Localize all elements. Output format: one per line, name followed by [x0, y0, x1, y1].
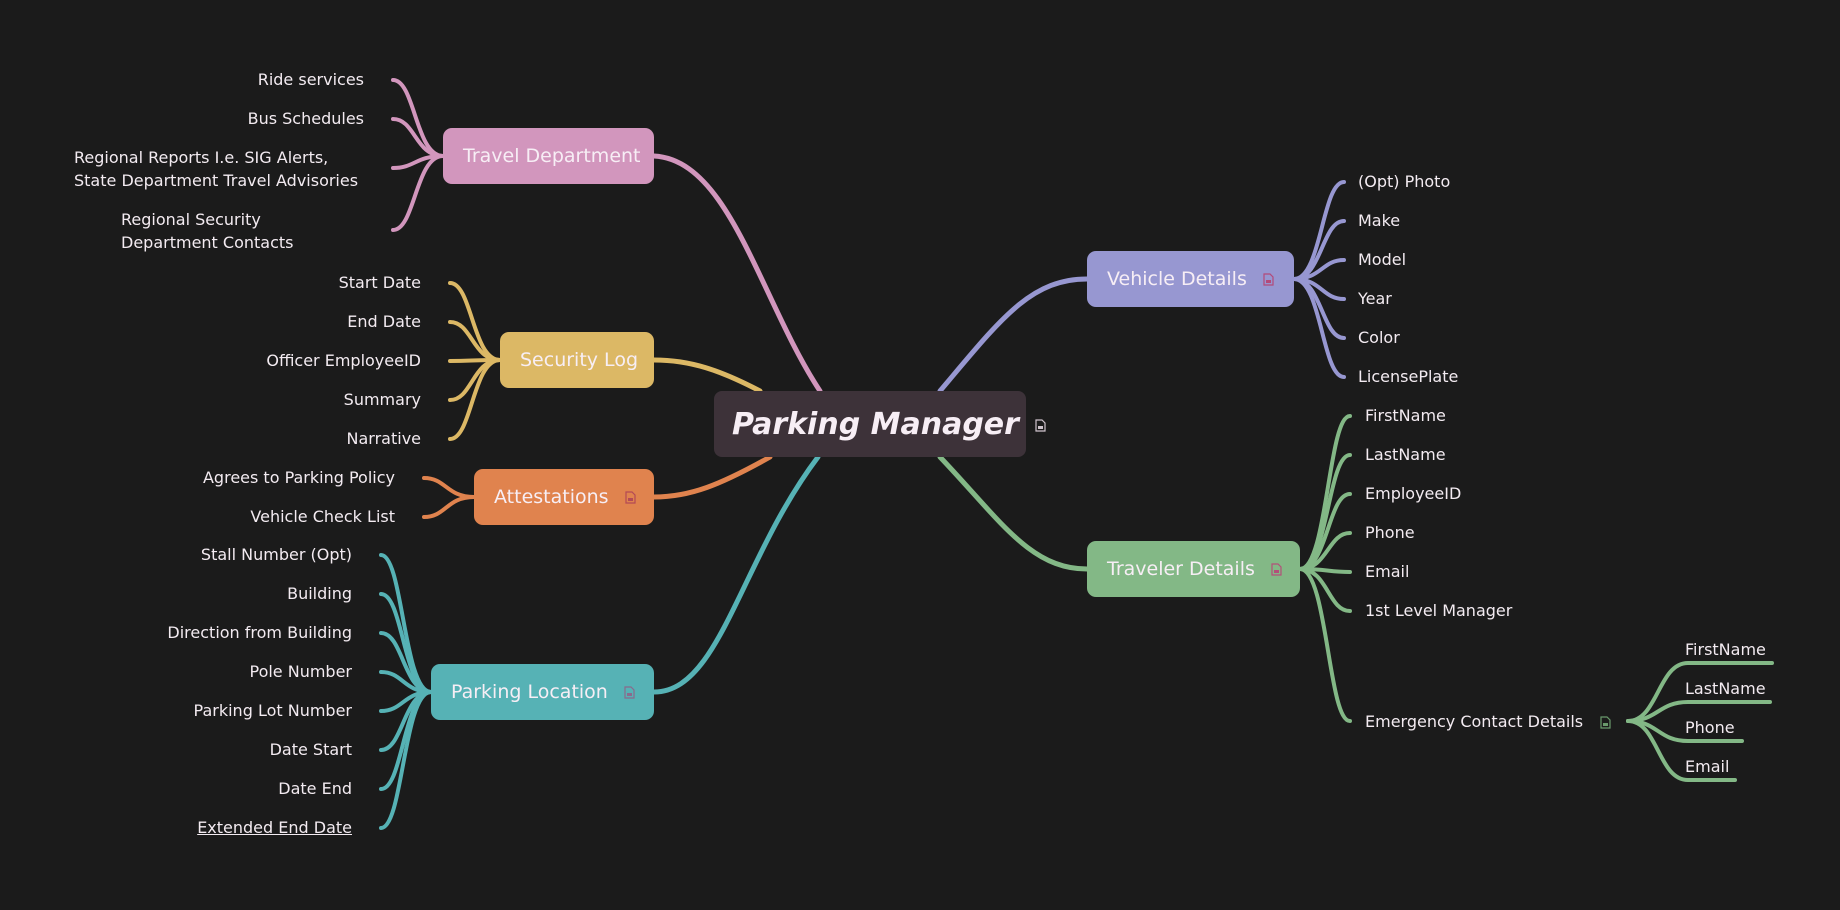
connector-root-parking [651, 454, 821, 695]
leaf-extended-end-date-link[interactable]: Extended End Date [197, 818, 352, 837]
connector-travel-leaf-0 [391, 78, 445, 158]
leaf-emergency-last-name[interactable]: LastName [1685, 679, 1766, 698]
leaf-phone[interactable]: Phone [1365, 523, 1415, 542]
connector-traveler-leaf-6 [1298, 567, 1352, 723]
leaf-start-date[interactable]: Start Date [338, 273, 421, 292]
topic-label: Traveler Details [1107, 558, 1255, 580]
connector-security-leaf-0 [448, 281, 502, 362]
connector-traveler-leaf-5 [1298, 567, 1352, 613]
connector-security-leaf-4 [448, 358, 502, 441]
leaf-make[interactable]: Make [1358, 211, 1401, 230]
leaf-narrative[interactable]: Narrative [346, 429, 421, 448]
leaf-year[interactable]: Year [1358, 289, 1392, 308]
leaf-direction-from-building[interactable]: Direction from Building [167, 623, 352, 642]
topic-traveler-details[interactable]: Traveler Details [1087, 541, 1300, 597]
leaf-parking-lot-number[interactable]: Parking Lot Number [193, 701, 352, 720]
note-icon[interactable] [1019, 407, 1046, 442]
connector-root-security [651, 357, 763, 394]
topic-label: Parking Location [451, 681, 608, 703]
leaf-license-plate[interactable]: LicensePlate [1358, 367, 1459, 386]
leaf-opt-photo[interactable]: (Opt) Photo [1358, 172, 1451, 191]
leaf-regional-reports[interactable]: Regional Reports I.e. SIG Alerts, State … [74, 148, 359, 190]
topic-label: Vehicle Details [1107, 268, 1247, 290]
leaf-employeeid[interactable]: EmployeeID [1365, 484, 1462, 503]
topic-parking-location[interactable]: Parking Location [431, 664, 654, 720]
leaf-bus-schedules[interactable]: Bus Schedules [247, 109, 364, 128]
leaf-1st-level-manager[interactable]: 1st Level Manager [1365, 601, 1513, 620]
leaf-date-start[interactable]: Date Start [269, 740, 352, 759]
connector-emergency-leaf-3 [1626, 719, 1737, 782]
connector-root-travel [651, 153, 823, 394]
leaf-emergency-first-name[interactable]: FirstName [1685, 640, 1766, 659]
leaf-date-end[interactable]: Date End [278, 779, 352, 798]
topic-vehicle-details[interactable]: Vehicle Details [1087, 251, 1294, 307]
leaf-summary[interactable]: Summary [343, 390, 421, 409]
topic-label: Travel Department [463, 145, 641, 167]
connector-traveler-leaf-0 [1298, 414, 1352, 571]
connector-root-traveler [937, 454, 1090, 572]
leaf-first-name[interactable]: FirstName [1365, 406, 1446, 425]
topic-label: Attestations [494, 486, 609, 508]
root-topic-parking-manager[interactable]: Parking Manager [714, 391, 1046, 457]
leaf-building[interactable]: Building [287, 584, 352, 603]
leaf-model[interactable]: Model [1358, 250, 1407, 269]
note-icon[interactable] [609, 486, 636, 508]
connector-travel-leaf-3 [391, 154, 445, 232]
leaf-pole-number[interactable]: Pole Number [249, 662, 352, 681]
connector-attest-leaf-1 [422, 495, 476, 519]
subtopic-label: Emergency Contact Details [1365, 712, 1584, 731]
leaf-regional-security-contacts[interactable]: Regional Security Department Contacts [121, 210, 294, 252]
connector-root-attest [651, 454, 773, 500]
leaf-officer-employeeid[interactable]: Officer EmployeeID [266, 351, 421, 370]
connector-vehicle-leaf-5 [1292, 277, 1346, 379]
leaf-vehicle-check-list[interactable]: Vehicle Check List [250, 507, 395, 526]
leaf-emergency-email[interactable]: Email [1685, 757, 1730, 776]
leaf-end-date[interactable]: End Date [347, 312, 421, 331]
root-topic-label: Parking Manager [732, 406, 1019, 442]
leaf-email[interactable]: Email [1365, 562, 1410, 581]
leaf-color[interactable]: Color [1358, 328, 1400, 347]
topic-label: Security Log [520, 349, 638, 371]
note-icon[interactable] [1600, 712, 1611, 731]
connector-vehicle-leaf-0 [1292, 180, 1346, 281]
connector-attest-leaf-0 [422, 476, 476, 499]
note-icon[interactable] [608, 681, 635, 703]
topic-attestations[interactable]: Attestations [474, 469, 654, 525]
connector-parking-leaf-1 [379, 592, 433, 694]
connector-parking-leaf-7 [379, 690, 433, 830]
leaf-emergency-phone[interactable]: Phone [1685, 718, 1735, 737]
leaf-agrees-parking-policy[interactable]: Agrees to Parking Policy [202, 468, 395, 487]
topic-travel-department[interactable]: Travel Department [443, 128, 654, 184]
subtopic-emergency-contact-details[interactable]: Emergency Contact Details [1365, 710, 1611, 733]
connector-root-vehicle [937, 276, 1090, 394]
leaf-ride-services[interactable]: Ride services [257, 70, 364, 89]
note-icon[interactable] [1247, 268, 1274, 290]
leaf-last-name[interactable]: LastName [1365, 445, 1446, 464]
leaf-stall-number[interactable]: Stall Number (Opt) [200, 545, 352, 564]
note-icon[interactable] [1255, 558, 1282, 580]
topic-security-log[interactable]: Security Log [500, 332, 654, 388]
